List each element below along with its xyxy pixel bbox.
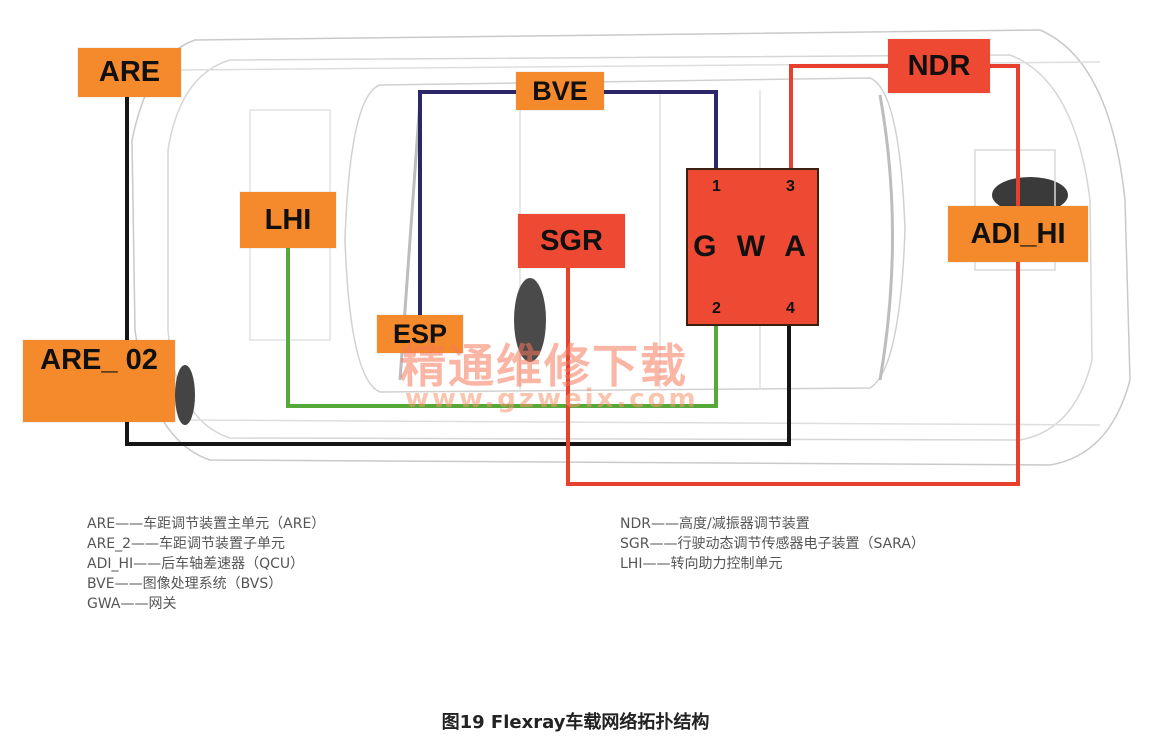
legend-item: ARE_2——车距调节装置子单元: [87, 536, 286, 552]
node-sgr: SGR: [518, 214, 625, 268]
node-are-02: ARE_ 02: [23, 340, 175, 422]
node-adi-hi: ADI_HI: [948, 206, 1088, 262]
watermark-text: 精通维修下载: [400, 339, 688, 393]
node-lhi: LHI: [240, 192, 336, 248]
gwa-port-3: 3: [786, 178, 795, 195]
gwa-port-4: 4: [786, 300, 795, 317]
node-ndr: NDR: [888, 39, 990, 93]
bus-line-green: [286, 248, 718, 408]
bus-line-red-loop: [566, 64, 1020, 486]
node-esp: ESP: [377, 315, 463, 353]
legend-item: GWA——网关: [87, 596, 177, 612]
legend-right: NDR——高度/减振器调节装置 SGR——行驶动态调节传感器电子装置（SARA）…: [620, 514, 925, 574]
legend-item: LHI——转向助力控制单元: [620, 556, 783, 572]
legend-item: SGR——行驶动态调节传感器电子装置（SARA）: [620, 536, 925, 552]
legend-item: BVE——图像处理系统（BVS）: [87, 576, 283, 592]
watermark-url: www.gzweix.com: [405, 384, 699, 414]
legend-item: ARE——车距调节装置主单元（ARE）: [87, 516, 326, 532]
gwa-port-2: 2: [712, 300, 721, 317]
gwa-label: G W A: [693, 230, 812, 263]
bus-line-black: [125, 97, 791, 446]
legend-item: ADI_HI——后车轴差速器（QCU）: [87, 556, 305, 572]
node-are: ARE: [78, 48, 181, 97]
bus-line-red-ndr: [789, 64, 888, 168]
node-bve: BVE: [516, 72, 604, 110]
figure-caption: 图19 Flexray车载网络拓扑结构: [441, 712, 710, 733]
legend-item: NDR——高度/减振器调节装置: [620, 516, 810, 532]
gwa-port-1: 1: [712, 178, 721, 195]
legend-left: ARE——车距调节装置主单元（ARE） ARE_2——车距调节装置子单元 ADI…: [87, 514, 325, 614]
node-gwa: G W A 1 3 2 4: [686, 168, 819, 326]
